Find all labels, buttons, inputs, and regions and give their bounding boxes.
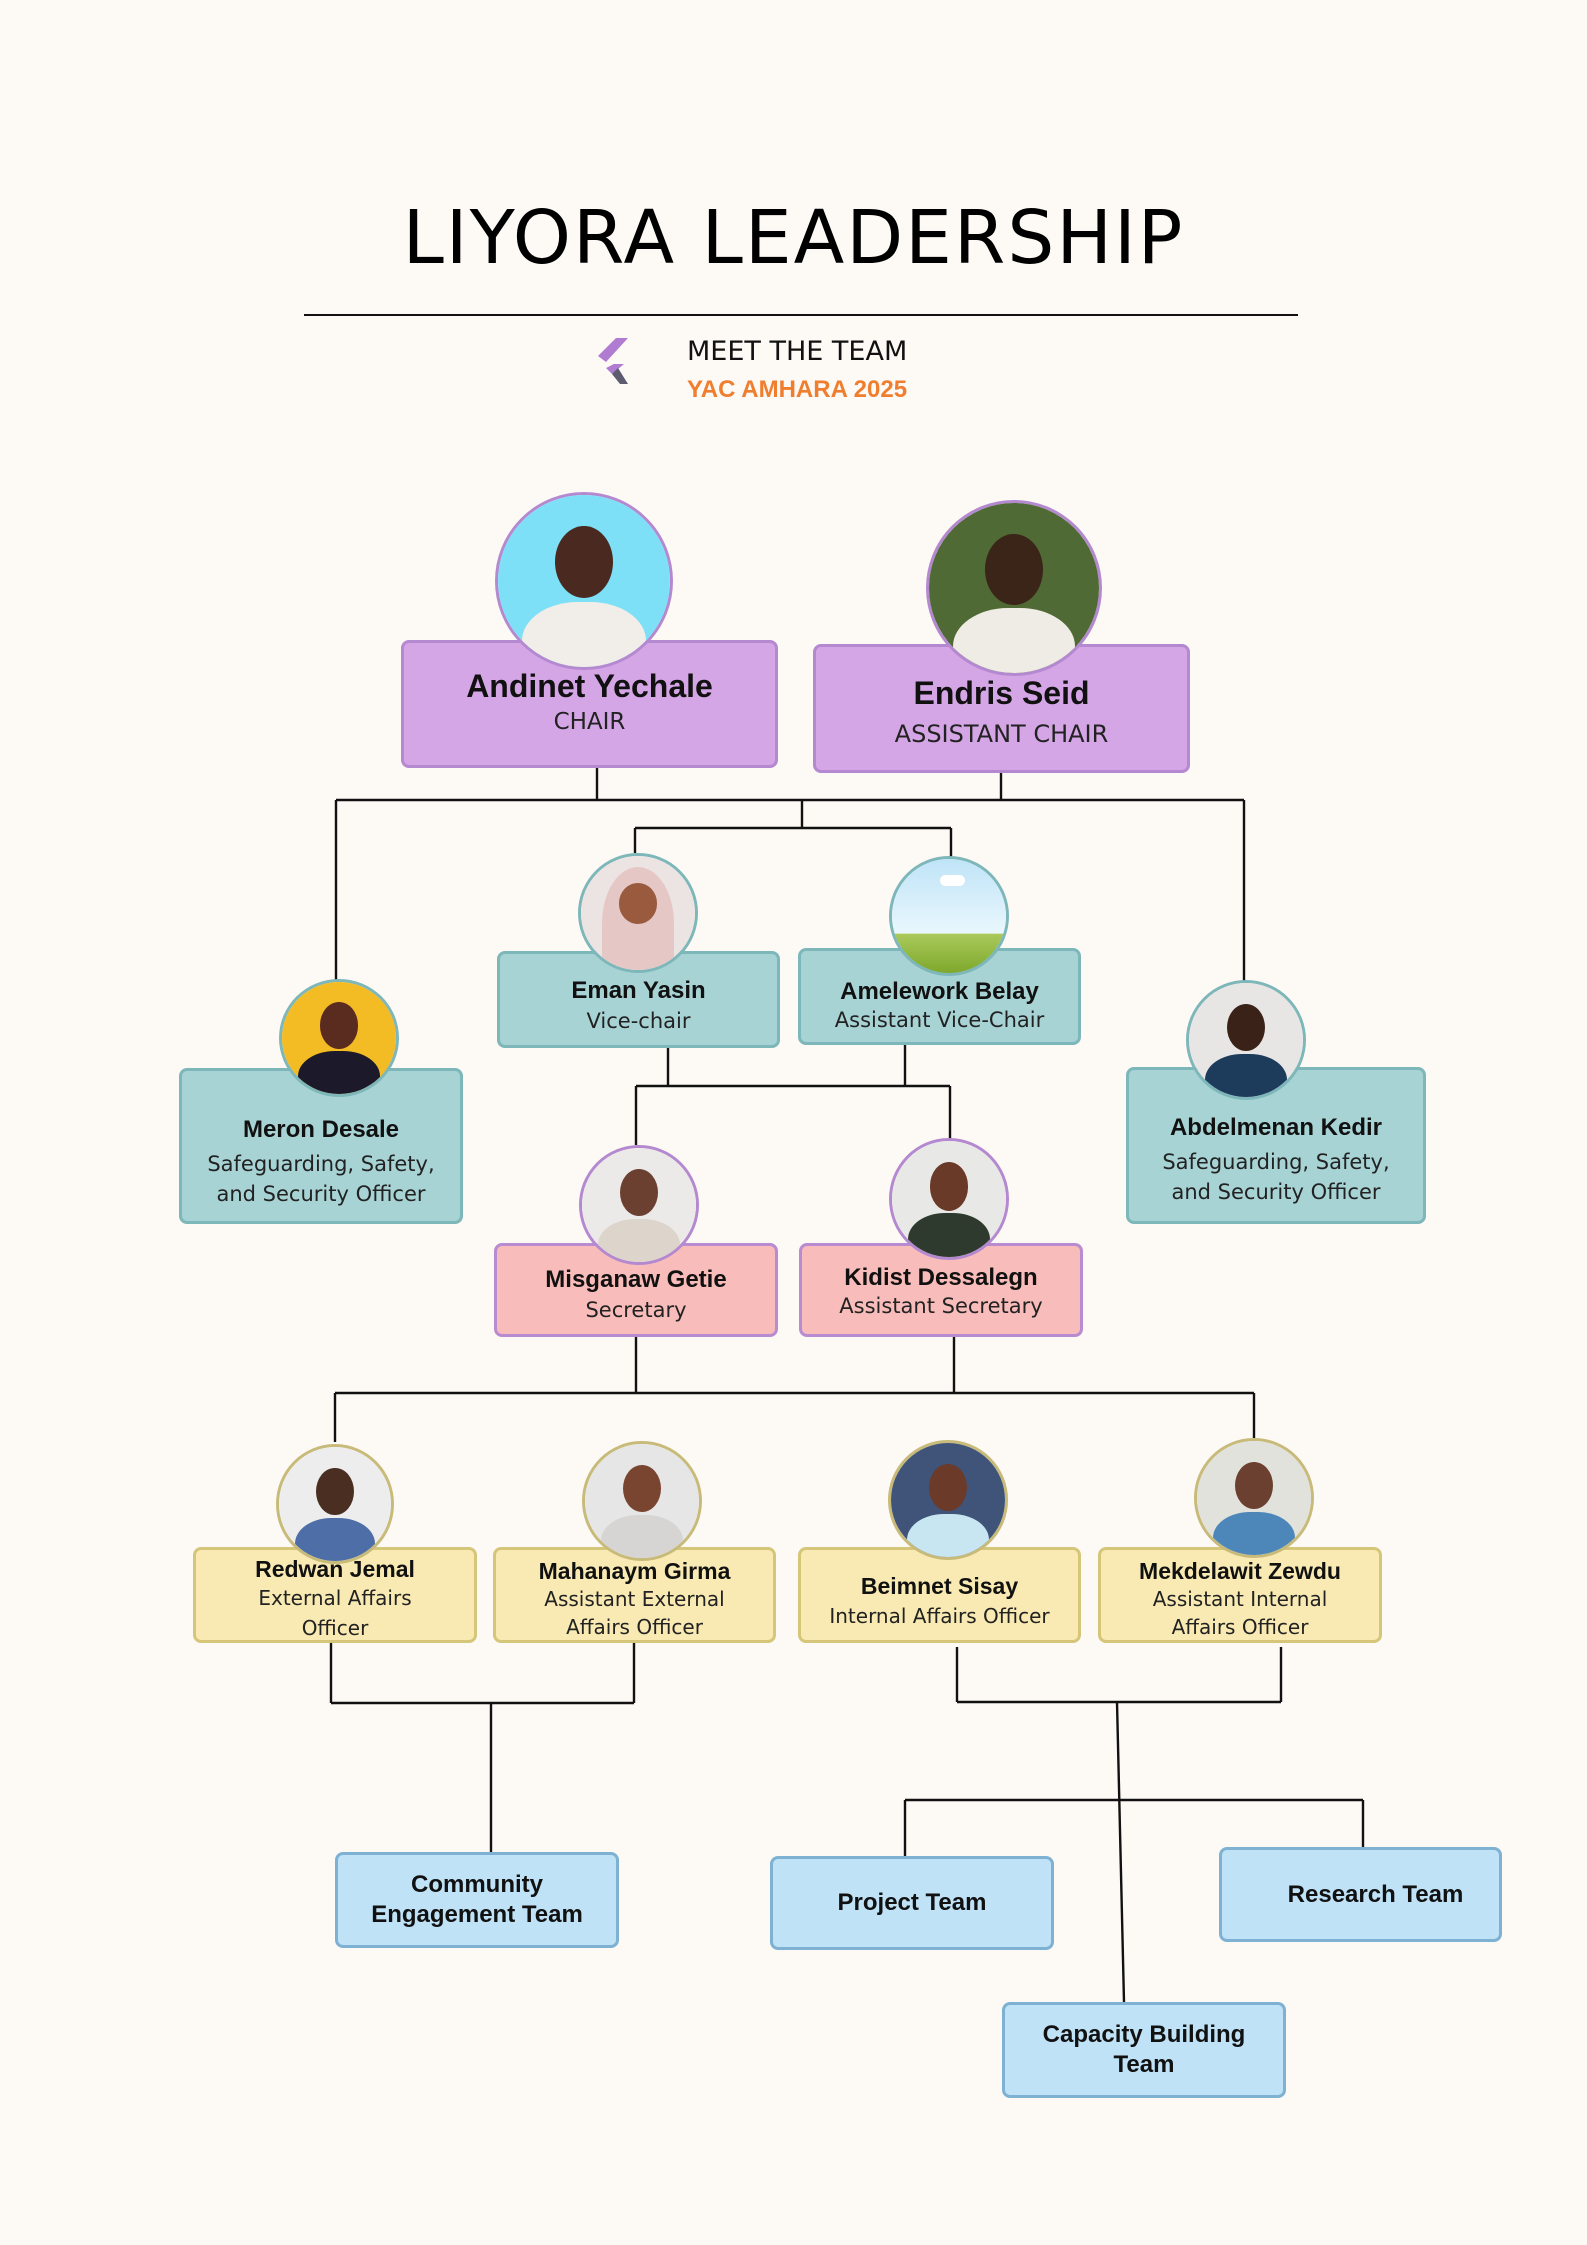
connector-teams-bus bbox=[903, 1798, 1365, 1856]
abdelmenan-name: Abdelmenan Kedir bbox=[1169, 1114, 1383, 1142]
abdelmenan-photo bbox=[1186, 980, 1306, 1100]
eman-card: Eman Yasin Vice-chair bbox=[497, 951, 780, 1048]
mahanaym-card: Mahanaym Girma Assistant External Affair… bbox=[493, 1547, 776, 1643]
beimnet-card: Beimnet Sisay Internal Affairs Officer bbox=[798, 1547, 1081, 1643]
kidist-photo bbox=[889, 1138, 1009, 1260]
eman-name: Eman Yasin bbox=[571, 977, 706, 1004]
mahanaym-photo bbox=[582, 1441, 702, 1561]
amelework-placeholder-photo bbox=[889, 856, 1009, 976]
capacity-building-team: Capacity Building Team bbox=[1002, 2002, 1286, 2098]
assistant-chair-role: ASSISTANT CHAIR bbox=[894, 720, 1109, 748]
abdelmenan-role: Safeguarding, Safety, and Security Offic… bbox=[1162, 1150, 1390, 1204]
connector-vice-bus bbox=[633, 800, 953, 857]
project-team: Project Team bbox=[770, 1856, 1054, 1950]
connector-secretary-down bbox=[333, 1337, 1256, 1442]
chair-name: Andinet Yechale bbox=[466, 668, 713, 704]
misganaw-name: Misganaw Getie bbox=[545, 1266, 727, 1293]
research-team-label: Research Team bbox=[1287, 1880, 1464, 1908]
community-engagement-team: Community Engagement Team bbox=[335, 1852, 619, 1948]
mahanaym-name: Mahanaym Girma bbox=[538, 1558, 731, 1584]
mekdelawit-card: Mekdelawit Zewdu Assistant Internal Affa… bbox=[1098, 1547, 1382, 1643]
redwan-role: External Affairs Officer bbox=[258, 1586, 412, 1640]
mekdelawit-role: Assistant Internal Affairs Officer bbox=[1152, 1587, 1328, 1639]
capacity-team-label: Capacity Building Team bbox=[1042, 2021, 1246, 2078]
kidist-card: Kidist Dessalegn Assistant Secretary bbox=[799, 1243, 1083, 1337]
amelework-role: Assistant Vice-Chair bbox=[834, 1008, 1045, 1032]
connector-ext-affairs bbox=[329, 1643, 636, 1852]
beimnet-role: Internal Affairs Officer bbox=[829, 1603, 1050, 1628]
kidist-name: Kidist Dessalegn bbox=[844, 1264, 1038, 1291]
event-label: YAC AMHARA 2025 bbox=[687, 376, 908, 403]
research-team: Research Team bbox=[1219, 1847, 1502, 1942]
misganaw-role: Secretary bbox=[585, 1298, 687, 1322]
meron-name: Meron Desale bbox=[242, 1116, 400, 1144]
meron-role: Safeguarding, Safety, and Security Offic… bbox=[207, 1152, 435, 1206]
mekdelawit-photo bbox=[1194, 1438, 1314, 1558]
amelework-name: Amelework Belay bbox=[840, 978, 1039, 1005]
assistant-chair-name: Endris Seid bbox=[913, 675, 1090, 711]
chair-photo bbox=[495, 492, 673, 670]
meet-the-team-label: MEET THE TEAM bbox=[687, 336, 908, 367]
cloud-icon bbox=[939, 874, 965, 887]
beimnet-name: Beimnet Sisay bbox=[860, 1572, 1019, 1599]
connector-vice-down bbox=[634, 1045, 952, 1145]
eman-role: Vice-chair bbox=[586, 1009, 691, 1033]
misganaw-photo bbox=[579, 1145, 699, 1265]
eman-photo bbox=[578, 853, 698, 973]
redwan-photo bbox=[276, 1444, 394, 1564]
meron-photo bbox=[279, 979, 399, 1097]
title-divider bbox=[304, 314, 1298, 316]
abdelmenan-card: Abdelmenan Kedir Safeguarding, Safety, a… bbox=[1126, 1067, 1426, 1224]
connector-int-affairs bbox=[955, 1647, 1283, 2003]
assistant-chair-photo bbox=[926, 500, 1102, 676]
mekdelawit-name: Mekdelawit Zewdu bbox=[1139, 1558, 1341, 1584]
chair-role: CHAIR bbox=[553, 709, 626, 735]
chevron-logo-icon bbox=[598, 338, 628, 384]
community-team-label: Community Engagement Team bbox=[371, 1871, 583, 1928]
project-team-label: Project Team bbox=[837, 1889, 987, 1916]
kidist-role: Assistant Secretary bbox=[839, 1294, 1043, 1318]
mahanaym-role: Assistant External Affairs Officer bbox=[544, 1587, 725, 1639]
beimnet-photo bbox=[888, 1440, 1008, 1560]
page-title: LIYORA LEADERSHIP bbox=[402, 195, 1185, 281]
